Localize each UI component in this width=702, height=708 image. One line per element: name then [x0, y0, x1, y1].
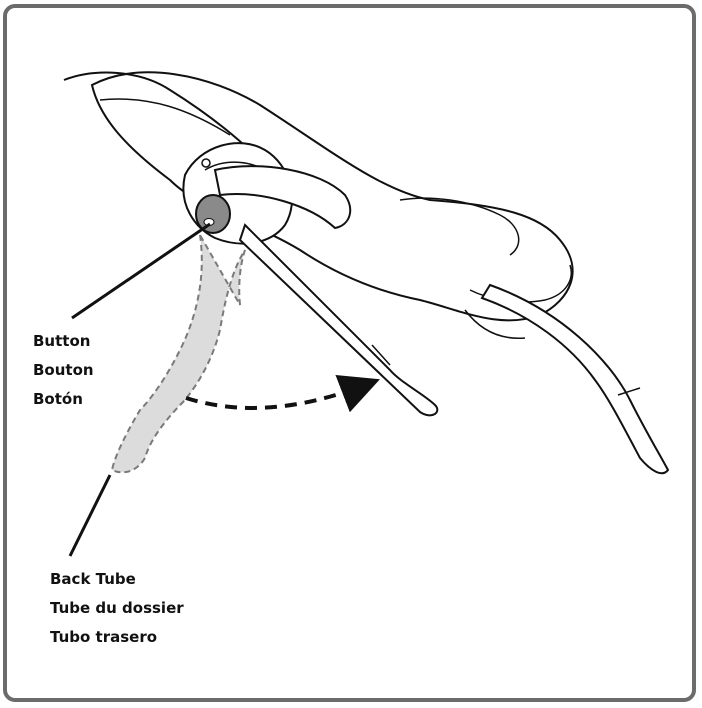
back-tube-label-es: Tubo trasero — [50, 623, 184, 652]
button-label-fr: Bouton — [33, 356, 94, 385]
button-label-en: Button — [33, 327, 94, 356]
rotation-arrow — [186, 385, 365, 408]
button-callout-line — [72, 224, 210, 318]
back-tube-label-fr: Tube du dossier — [50, 594, 184, 623]
back-tube-label-en: Back Tube — [50, 565, 184, 594]
button-label-es: Botón — [33, 385, 94, 414]
back-tube-label-group: Back Tube Tube du dossier Tubo trasero — [50, 565, 184, 652]
back-tube-callout-line — [70, 475, 110, 556]
button-label-group: Button Bouton Botón — [33, 327, 94, 414]
release-button — [196, 195, 230, 233]
ghost-back-tube — [112, 235, 245, 472]
